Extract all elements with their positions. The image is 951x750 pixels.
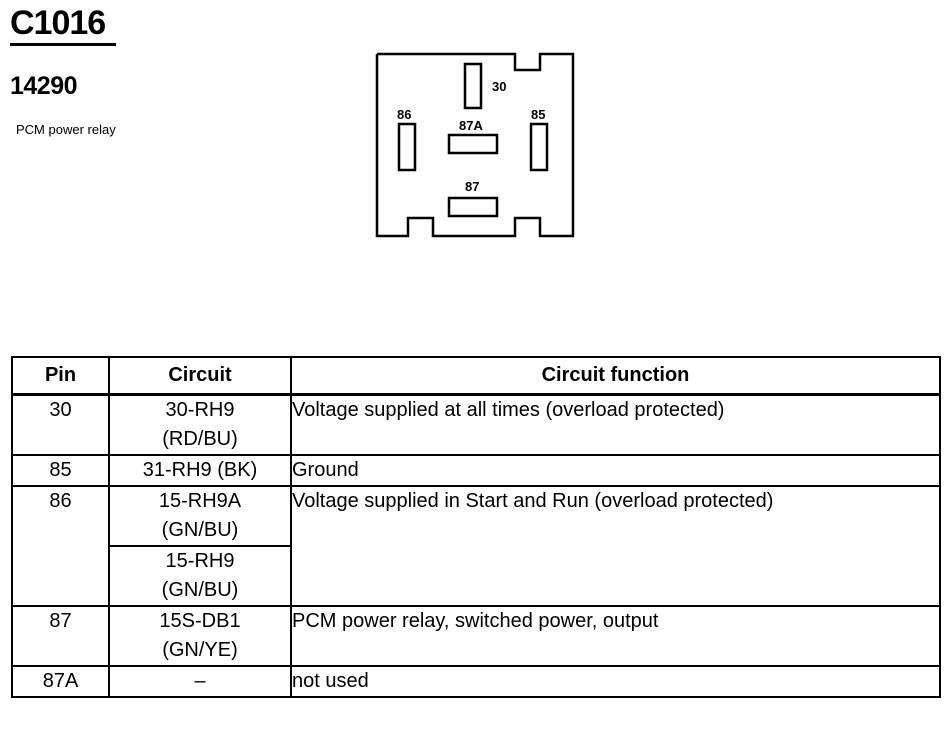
table-row: 87 15S-DB1 (GN/YE) PCM power relay, swit…	[11, 605, 941, 667]
circuit-color: (GN/BU)	[161, 579, 239, 601]
part-number: 14290	[10, 72, 78, 100]
function-cell: not used	[290, 665, 941, 698]
pin-cell: 86	[11, 485, 110, 607]
housing-outline	[375, 52, 575, 238]
connector-description: PCM power relay	[16, 122, 116, 137]
connector-id-underline	[10, 43, 116, 46]
pin-label-85: 85	[531, 107, 545, 122]
circuit-color: (GN/BU)	[161, 519, 239, 541]
pinout-table: Pin Circuit Circuit function 30 30-RH9 (…	[11, 356, 941, 698]
table-row: 15-RH9 (GN/BU)	[12, 545, 940, 607]
column-header-pin: Pin	[11, 356, 110, 396]
table-row: 30 30-RH9 (RD/BU) Voltage supplied at al…	[11, 393, 941, 456]
table-row: 85 31-RH9 (BK) Ground	[11, 454, 941, 487]
terminal-86	[397, 122, 417, 172]
pin-cell: 87A	[11, 665, 110, 698]
function-cell: Voltage supplied in Start and Run (overl…	[290, 485, 941, 607]
pin-label-30: 30	[492, 79, 506, 94]
table-header-row: Pin Circuit Circuit function	[11, 356, 941, 396]
function-cell: Ground	[290, 454, 941, 487]
circuit-cell: 31-RH9 (BK)	[108, 454, 292, 487]
circuit-cell: 15S-DB1 (GN/YE)	[108, 605, 292, 667]
circuit-color: (GN/YE)	[162, 639, 238, 661]
terminal-87a	[447, 133, 499, 155]
column-header-circuit-function: Circuit function	[290, 356, 941, 396]
terminal-85	[529, 122, 549, 172]
connector-id: C1016	[10, 4, 106, 42]
circuit-name: 15-RH9A	[158, 490, 242, 512]
table-row: 86 15-RH9A (GN/BU) Voltage supplied in S…	[11, 485, 941, 607]
function-cell: Voltage supplied at all times (overload …	[290, 393, 941, 456]
table-row: 87A – not used	[11, 665, 941, 698]
column-header-circuit: Circuit	[108, 356, 292, 396]
pin-label-87: 87	[465, 179, 479, 194]
relay-connector-diagram: 30 86 87A 85 87	[375, 52, 575, 239]
terminal-30	[463, 62, 483, 110]
pin-cell: 85	[11, 454, 110, 487]
circuit-cell: –	[108, 665, 292, 698]
circuit-name: 31-RH9 (BK)	[142, 459, 258, 481]
pin-cell: 87	[11, 605, 110, 667]
terminal-87	[447, 196, 499, 218]
relay-connector-face: 30 86 87A 85 87	[375, 52, 575, 238]
circuit-cell: 15-RH9 (GN/BU)	[108, 545, 292, 607]
circuit-cell: 15-RH9A (GN/BU)	[108, 485, 292, 547]
function-cell: PCM power relay, switched power, output	[290, 605, 941, 667]
circuit-name: 30-RH9	[165, 399, 235, 421]
pin-label-87a: 87A	[459, 118, 483, 133]
circuit-name: –	[194, 670, 206, 692]
pin-cell: 30	[11, 393, 110, 456]
circuit-name: 15S-DB1	[159, 610, 241, 632]
circuit-cell: 30-RH9 (RD/BU)	[108, 393, 292, 456]
circuit-name: 15-RH9	[165, 550, 235, 572]
circuit-color: (RD/BU)	[162, 428, 238, 450]
pin-label-86: 86	[397, 107, 411, 122]
